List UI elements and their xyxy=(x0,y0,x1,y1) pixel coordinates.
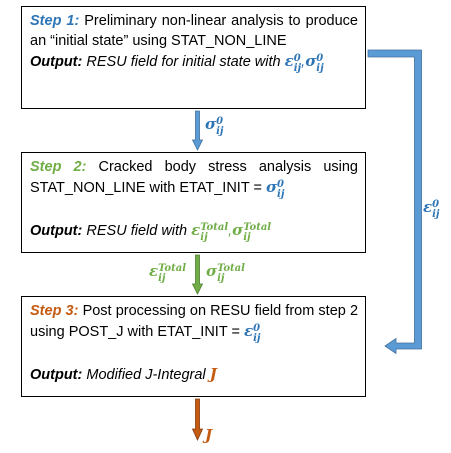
step3-box: Step 3: Post processing on RESU field fr… xyxy=(21,296,366,397)
step2-output-sep: , xyxy=(228,223,233,239)
step1-description-text: Preliminary non-linear analysis to produ… xyxy=(30,13,358,49)
arrow-step1-to-step2 xyxy=(191,110,204,151)
arrow-step3-to-j xyxy=(191,398,204,441)
step1-output-sep: , xyxy=(301,54,306,70)
step1-output-label: Output: xyxy=(30,54,83,70)
step2-description: Step 2: Cracked body stress analysis usi… xyxy=(30,157,358,200)
final-j-label: J xyxy=(205,426,213,444)
step1-output: Output: RESU field for initial state wit… xyxy=(30,51,358,74)
step2-output-label: Output: xyxy=(30,223,83,239)
step1-label: Step 1: xyxy=(30,13,80,29)
step3-output-text: Modified J-Integral xyxy=(86,367,206,383)
step3-description: Step 3: Post processing on RESU field fr… xyxy=(30,301,358,344)
step2-description-text: Cracked body stress analysis using STAT_… xyxy=(30,159,358,196)
step2-output-text: RESU field with xyxy=(86,223,188,239)
step3-label: Step 3: xyxy=(30,303,79,319)
arrow-step2-to-step3 xyxy=(191,254,204,295)
step2-box: Step 2: Cracked body stress analysis usi… xyxy=(21,152,366,253)
step2-label: Step 2: xyxy=(30,159,87,175)
step3-output-label: Output: xyxy=(30,367,83,383)
step1-description: Step 1: Preliminary non-linear analysis … xyxy=(30,11,358,51)
step3-output: Output: Modified J-Integral J xyxy=(30,364,358,385)
step1-output-text: RESU field for initial state with xyxy=(86,54,281,70)
arrow-step1-to-step3-side xyxy=(367,49,422,355)
step1-box: Step 1: Preliminary non-linear analysis … xyxy=(21,6,366,109)
step3-j-symbol: J xyxy=(209,365,217,383)
step3-description-text: Post processing on RESU field from step … xyxy=(30,303,359,340)
